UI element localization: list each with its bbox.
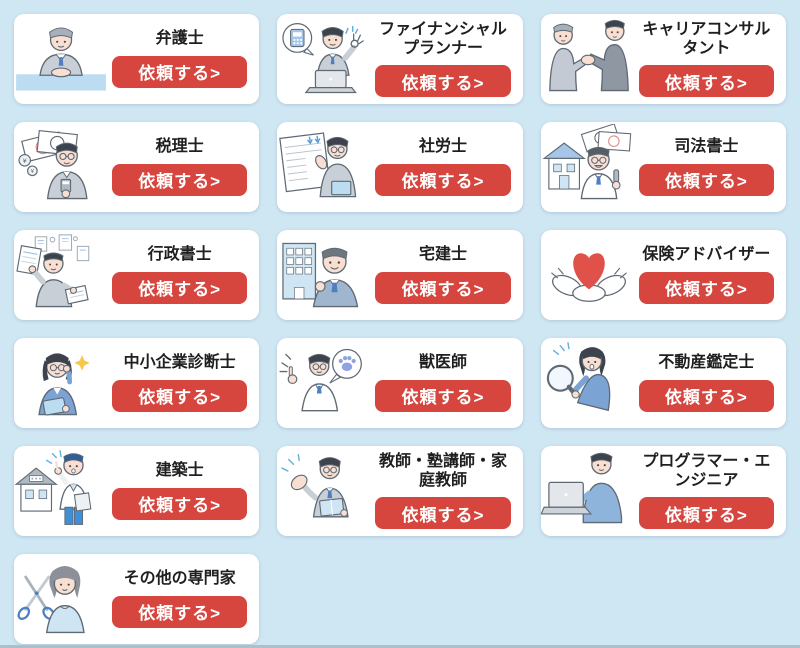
request-button-label: 依頼する>: [401, 73, 485, 93]
request-button-label: 依頼する>: [401, 388, 485, 408]
service-card-labor-consultant: 社労士 依頼する>: [277, 122, 523, 212]
card-content: キャリアコンサルタント 依頼する>: [637, 21, 786, 98]
service-card-tax-accountant: ¥¥ 税理士 依頼する>: [14, 122, 260, 212]
card-content: 宅建士 依頼する>: [373, 246, 522, 304]
service-title: 獣医師: [418, 354, 467, 372]
lawyer-at-desk-illustration: [14, 16, 110, 102]
request-button-label: 依頼する>: [664, 73, 748, 93]
man-typing-laptop-illustration: [540, 448, 637, 534]
service-title: ファイナンシャルプランナー: [379, 20, 507, 57]
service-title: 行政書士: [147, 246, 212, 264]
card-content: 建築士 依頼する>: [110, 462, 259, 520]
card-content: 教師・塾講師・家庭教師 依頼する>: [373, 453, 522, 530]
woman-magnifier-illustration: [541, 340, 637, 426]
card-content: 保険アドバイザー 依頼する>: [637, 246, 786, 304]
man-presenting-document-illustration: [277, 124, 373, 210]
request-button-label: 依頼する>: [138, 64, 222, 84]
card-content: プログラマー・エンジニア 依頼する>: [637, 453, 786, 530]
service-title: 建築士: [155, 462, 204, 480]
doctor-paw-bubble-illustration: [277, 340, 373, 426]
request-button[interactable]: 依頼する>: [638, 271, 774, 304]
service-card-veterinarian: 獣医師 依頼する>: [277, 338, 523, 428]
service-title: 宅建士: [418, 246, 467, 264]
request-button[interactable]: 依頼する>: [112, 487, 248, 520]
request-button-label: 依頼する>: [138, 280, 222, 300]
request-button[interactable]: 依頼する>: [112, 163, 248, 196]
card-content: 税理士 依頼する>: [110, 138, 259, 196]
card-content: その他の専門家 依頼する>: [110, 570, 259, 628]
request-button-label: 依頼する>: [138, 172, 222, 192]
service-title: 社労士: [418, 138, 467, 156]
service-title: プログラマー・エンジニア: [642, 452, 771, 489]
svg-text:¥: ¥: [31, 169, 35, 175]
service-card-lawyer: 弁護士 依頼する>: [14, 14, 260, 104]
card-content: 獣医師 依頼する>: [373, 354, 522, 412]
service-title: 弁護士: [155, 30, 204, 48]
request-button[interactable]: 依頼する>: [112, 271, 248, 304]
request-button[interactable]: 依頼する>: [638, 379, 774, 412]
woman-scissors-illustration: [14, 556, 110, 642]
service-card-architect: 建築士 依頼する>: [14, 446, 260, 536]
request-button-label: 依頼する>: [401, 172, 485, 192]
service-card-insurance-advisor: 保険アドバイザー 依頼する>: [540, 230, 786, 320]
man-building-illustration: [277, 232, 373, 318]
service-card-teacher: 教師・塾講師・家庭教師 依頼する>: [277, 446, 523, 536]
service-title: 司法書士: [674, 138, 739, 156]
request-button[interactable]: 依頼する>: [638, 65, 774, 98]
service-title: 中小企業診断士: [123, 354, 236, 372]
request-button[interactable]: 依頼する>: [375, 379, 511, 412]
teacher-with-book-illustration: [277, 448, 373, 534]
request-button-label: 依頼する>: [664, 388, 748, 408]
card-content: 弁護士 依頼する>: [110, 30, 259, 88]
service-card-career-consultant: キャリアコンサルタント 依頼する>: [540, 14, 786, 104]
next-section-edge: [0, 645, 800, 648]
service-title: 税理士: [155, 138, 204, 156]
service-card-financial-planner: ファイナンシャルプランナー 依頼する>: [277, 14, 523, 104]
card-content: ファイナンシャルプランナー 依頼する>: [373, 21, 522, 98]
man-laptop-calculator-illustration: [277, 16, 373, 102]
request-button[interactable]: 依頼する>: [375, 163, 511, 196]
card-content: 行政書士 依頼する>: [110, 246, 259, 304]
request-button[interactable]: 依頼する>: [375, 497, 511, 530]
service-card-judicial-scrivener: 司法書士 依頼する>: [540, 122, 786, 212]
service-card-programmer: プログラマー・エンジニア 依頼する>: [540, 446, 786, 536]
card-content: 不動産鑑定士 依頼する>: [637, 354, 786, 412]
service-card-real-estate-agent: 宅建士 依頼する>: [277, 230, 523, 320]
request-button[interactable]: 依頼する>: [638, 163, 774, 196]
request-button-label: 依頼する>: [664, 172, 748, 192]
man-holding-papers-illustration: [14, 232, 110, 318]
card-content: 中小企業診断士 依頼する>: [110, 354, 259, 412]
request-button[interactable]: 依頼する>: [112, 379, 248, 412]
handshake-illustration: [541, 16, 637, 102]
service-card-other-expert: その他の専門家 依頼する>: [14, 554, 260, 644]
request-button-label: 依頼する>: [401, 505, 485, 525]
request-button[interactable]: 依頼する>: [375, 271, 511, 304]
card-content: 社労士 依頼する>: [373, 138, 522, 196]
request-button-label: 依頼する>: [138, 496, 222, 516]
request-button[interactable]: 依頼する>: [112, 595, 248, 628]
request-button[interactable]: 依頼する>: [375, 65, 511, 98]
service-title: キャリアコンサルタント: [642, 20, 771, 57]
request-button-label: 依頼する>: [401, 280, 485, 300]
request-button-label: 依頼する>: [664, 280, 748, 300]
hands-holding-heart-illustration: [541, 232, 637, 318]
request-button-label: 依頼する>: [138, 388, 222, 408]
service-card-sme-consultant: 中小企業診断士 依頼する>: [14, 338, 260, 428]
service-title: 不動産鑑定士: [658, 354, 755, 372]
service-card-administrative-scrivener: 行政書士 依頼する>: [14, 230, 260, 320]
card-content: 司法書士 依頼する>: [637, 138, 786, 196]
woman-glasses-folder-illustration: [14, 340, 110, 426]
man-house-pointing-illustration: [14, 448, 110, 534]
service-card-real-estate-appraiser: 不動産鑑定士 依頼する>: [540, 338, 786, 428]
request-button-label: 依頼する>: [664, 505, 748, 525]
request-button-label: 依頼する>: [138, 604, 222, 624]
svg-text:¥: ¥: [23, 158, 27, 165]
request-button[interactable]: 依頼する>: [638, 497, 774, 530]
request-button[interactable]: 依頼する>: [112, 55, 248, 88]
service-title: 保険アドバイザー: [642, 246, 771, 264]
service-title: 教師・塾講師・家庭教師: [378, 452, 507, 489]
man-money-calculator-illustration: ¥¥: [14, 124, 110, 210]
man-house-money-illustration: [541, 124, 637, 210]
service-title: その他の専門家: [123, 570, 236, 588]
